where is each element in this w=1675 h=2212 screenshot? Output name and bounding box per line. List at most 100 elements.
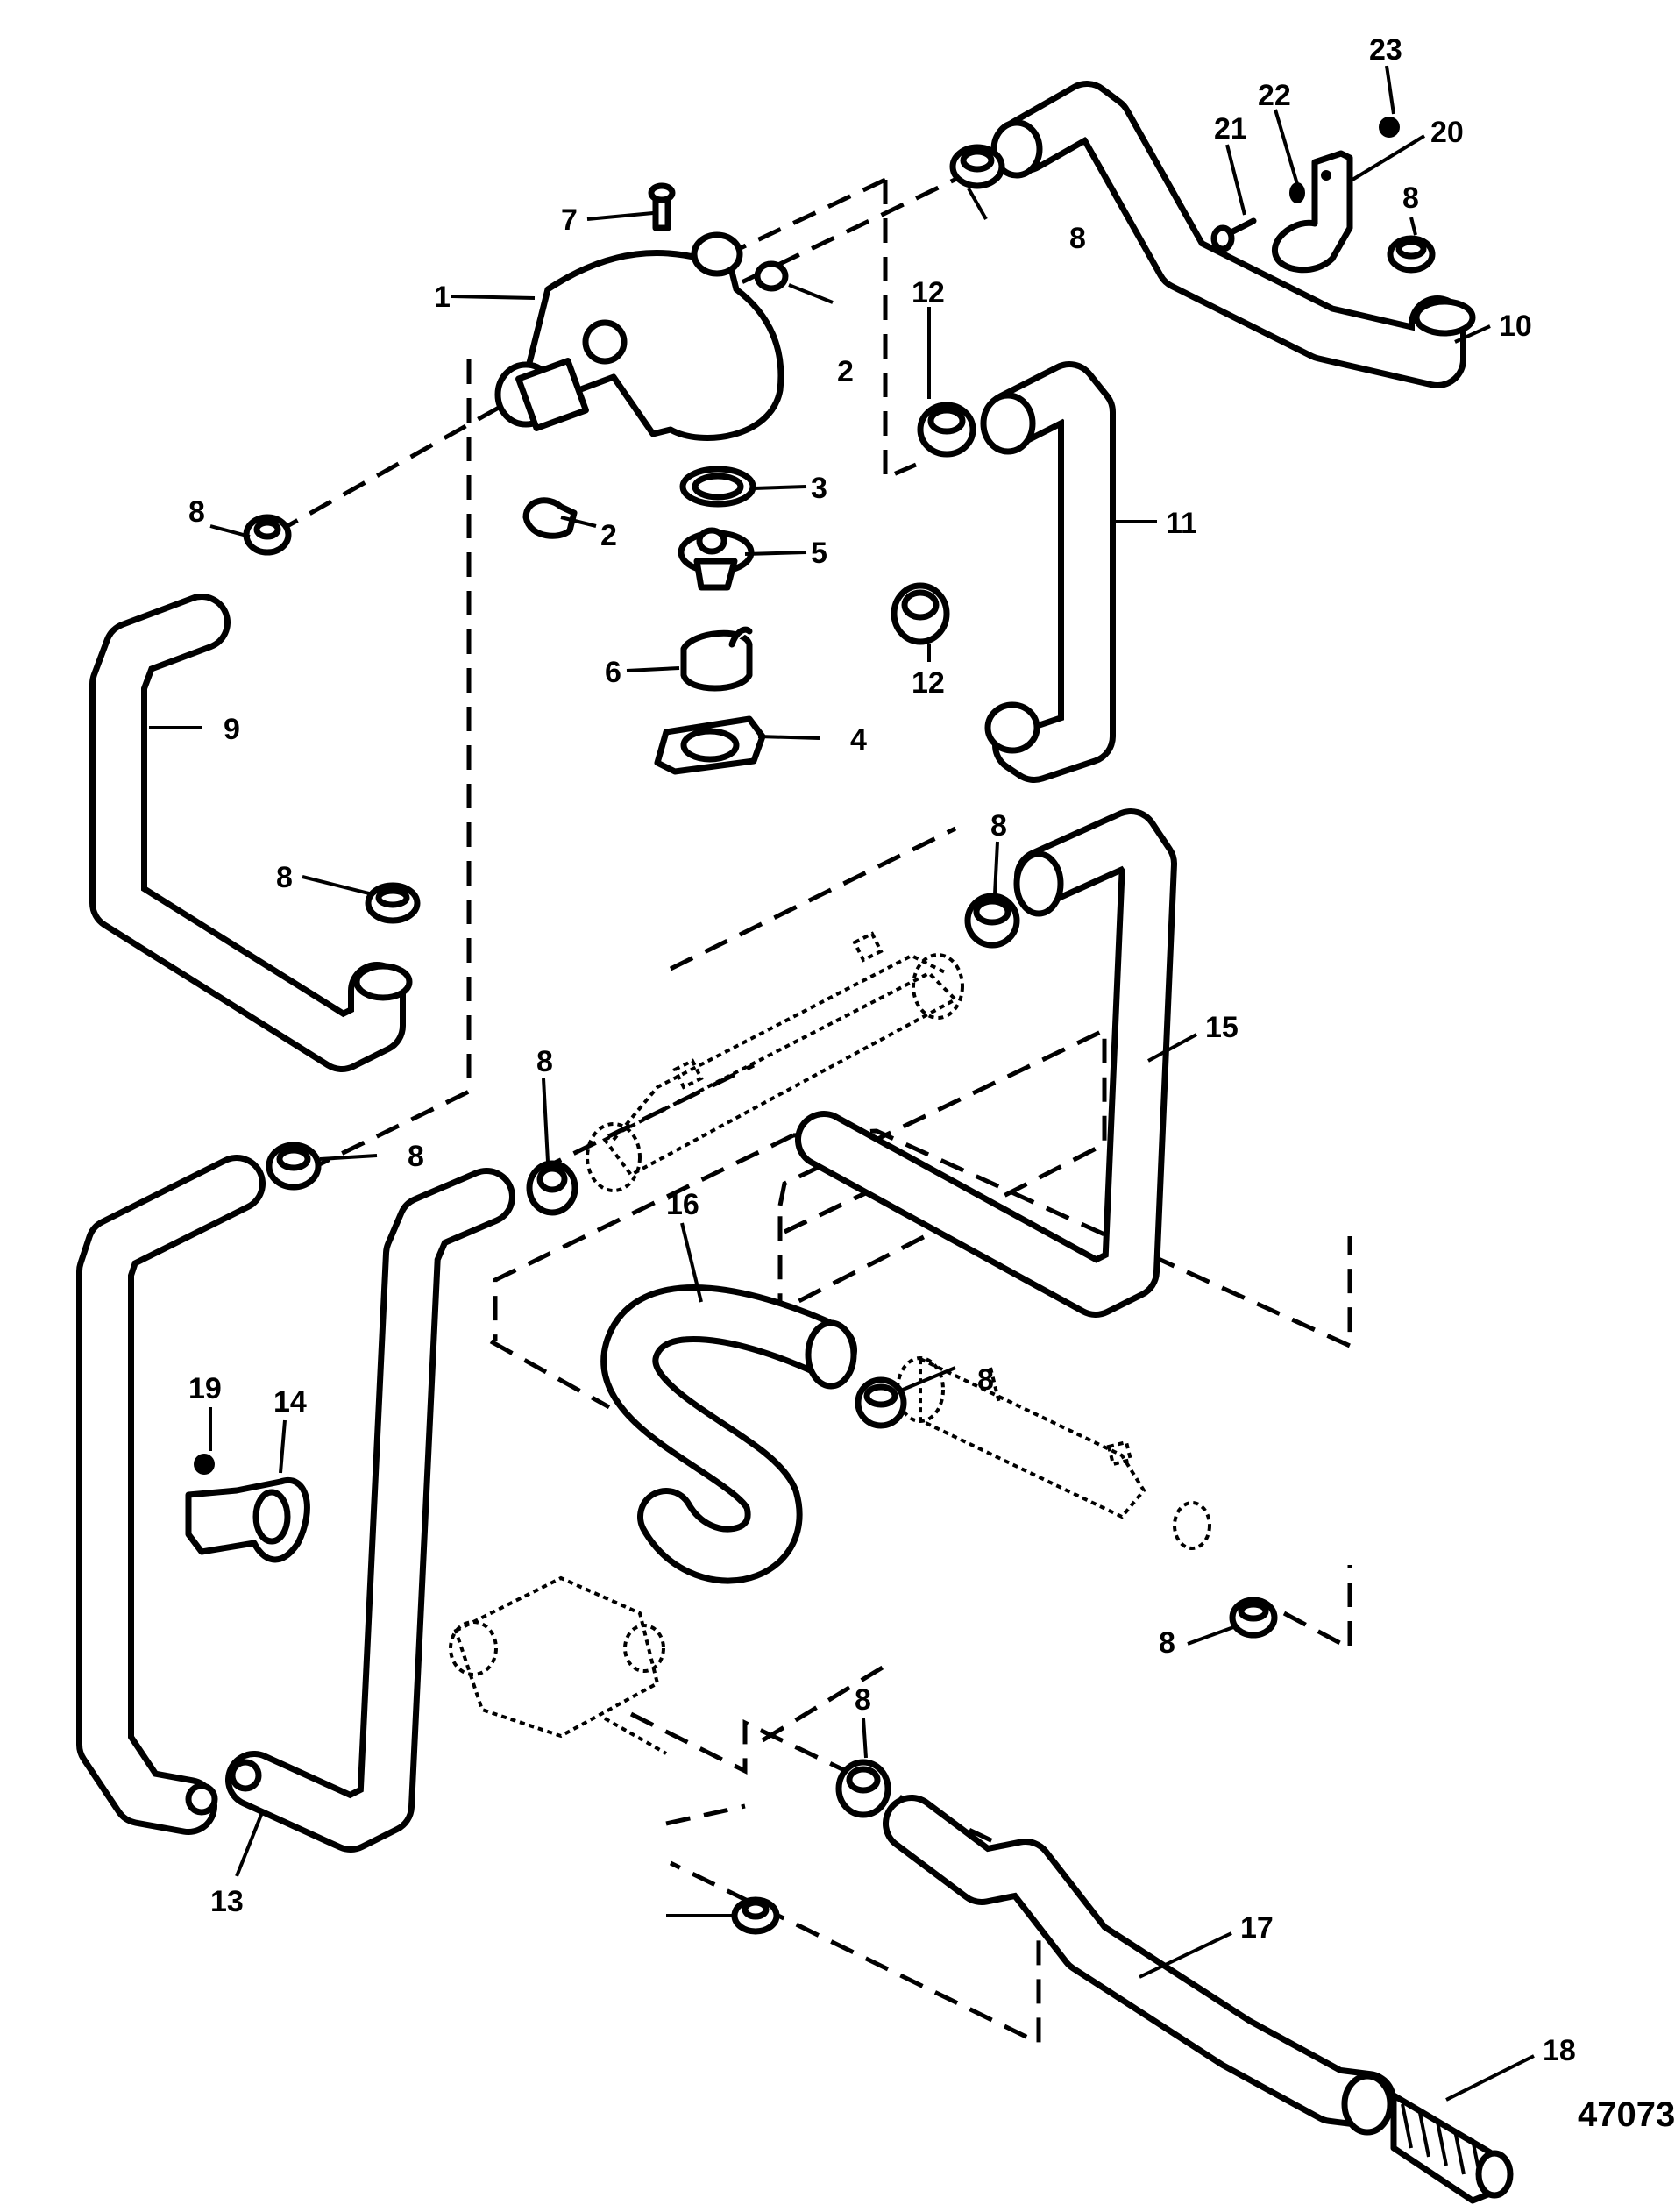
part-label-8: 8 xyxy=(276,861,293,894)
part-label-11: 11 xyxy=(1166,507,1197,540)
assembly-lines xyxy=(270,168,1352,2047)
part-label-10: 10 xyxy=(1499,309,1532,343)
leader-lines xyxy=(149,65,1535,2102)
part-label-23: 23 xyxy=(1369,33,1402,67)
hose-10 xyxy=(990,81,1476,388)
sleeve xyxy=(680,626,753,692)
leader-line xyxy=(757,735,820,740)
assembly-line xyxy=(665,1803,746,1826)
hose-clamp xyxy=(964,893,1020,949)
leader-line xyxy=(902,1366,956,1391)
part-label-8: 8 xyxy=(408,1140,424,1173)
hose-clamp xyxy=(835,1759,891,1818)
leader-line xyxy=(993,841,999,895)
leader-line xyxy=(626,666,680,672)
assembly-line xyxy=(726,177,887,257)
leader-line xyxy=(1409,217,1417,236)
leader-line xyxy=(319,1154,378,1161)
leader-line xyxy=(560,516,597,528)
thermostat-housing xyxy=(494,231,789,441)
hose-13 xyxy=(76,1155,515,1853)
part-label-4: 4 xyxy=(850,723,867,757)
assembly-line xyxy=(761,1663,887,1743)
nut-23 xyxy=(1379,117,1400,138)
hose-15 xyxy=(795,808,1177,1318)
leader-line xyxy=(1351,134,1426,181)
hose-16 xyxy=(600,1284,857,1584)
hose-clamp xyxy=(1387,235,1436,274)
leader-line xyxy=(586,211,654,221)
part-label-8: 8 xyxy=(1402,181,1419,215)
assembly-line xyxy=(777,1027,1107,1315)
part-label-6: 6 xyxy=(605,656,621,689)
hose-clamp xyxy=(1229,1597,1278,1639)
part-label-8: 8 xyxy=(990,809,1007,843)
hose-clamp xyxy=(365,882,421,924)
leader-line xyxy=(1225,144,1246,216)
part-label-12: 12 xyxy=(912,276,945,309)
leader-line xyxy=(680,1222,703,1303)
leader-line xyxy=(967,188,988,220)
oil-cooler xyxy=(896,1355,1211,1550)
leader-line xyxy=(1139,1931,1232,1979)
hose-clamp xyxy=(266,1142,322,1191)
hose-9 xyxy=(89,594,413,1072)
hose-clamp xyxy=(949,144,1005,189)
part-label-8: 8 xyxy=(188,495,205,529)
assembly-line xyxy=(735,168,975,288)
part-label-18: 18 xyxy=(1543,2034,1576,2067)
assembly-line xyxy=(669,826,957,971)
document-number: 47073 xyxy=(1578,2095,1675,2134)
leader-line xyxy=(1274,109,1299,185)
hose-clamp xyxy=(731,1896,780,1935)
spring xyxy=(1390,2092,1514,2204)
assembly-line xyxy=(493,1133,795,1341)
hose-clamp xyxy=(917,402,976,458)
leader-line xyxy=(279,1419,287,1474)
heat-exchanger xyxy=(586,931,964,1192)
part-label-5: 5 xyxy=(811,537,827,570)
part-label-2: 2 xyxy=(837,355,854,388)
part-label-3: 3 xyxy=(811,472,827,505)
leader-line xyxy=(744,551,807,556)
part-label-13: 13 xyxy=(210,1885,244,1918)
part-label-9: 9 xyxy=(224,713,240,746)
part-label-20: 20 xyxy=(1430,116,1464,149)
leader-line xyxy=(1454,324,1491,344)
part-label-21: 21 xyxy=(1214,112,1247,146)
screw-21 xyxy=(1210,217,1257,252)
assembly-line xyxy=(296,359,472,1177)
assembly-line xyxy=(489,1339,611,1410)
leader-line xyxy=(451,295,536,300)
washer-22 xyxy=(1289,182,1305,203)
part-label-14: 14 xyxy=(273,1385,307,1419)
part-label-19: 19 xyxy=(188,1372,222,1405)
leader-line xyxy=(1385,65,1395,115)
part-label-8: 8 xyxy=(977,1363,994,1397)
part-label-17: 17 xyxy=(1240,1911,1274,1945)
bracket-20 xyxy=(1272,150,1353,274)
assembly-line xyxy=(883,180,917,481)
hose-clamps xyxy=(243,144,1436,1935)
leader-line xyxy=(1445,2054,1535,2102)
hoses xyxy=(76,81,1476,2136)
hose-clamp xyxy=(243,514,292,556)
bracket-14 xyxy=(185,1476,310,1563)
leader-line xyxy=(1147,1033,1197,1063)
part-label-15: 15 xyxy=(1205,1011,1239,1044)
leader-line xyxy=(753,485,807,490)
part-label-8: 8 xyxy=(855,1683,871,1717)
hose-11 xyxy=(980,361,1116,783)
part-label-8: 8 xyxy=(536,1045,553,1078)
part-label-12: 12 xyxy=(912,666,945,700)
hose-17 xyxy=(883,1795,1396,2136)
gasket xyxy=(654,715,766,775)
assembly-line xyxy=(1282,1565,1352,1653)
bolt xyxy=(648,182,676,231)
leader-line xyxy=(788,283,834,304)
leader-line xyxy=(235,1810,265,1877)
leader-line xyxy=(209,524,251,538)
part-label-16: 16 xyxy=(666,1188,699,1221)
part-label-1: 1 xyxy=(434,281,451,314)
